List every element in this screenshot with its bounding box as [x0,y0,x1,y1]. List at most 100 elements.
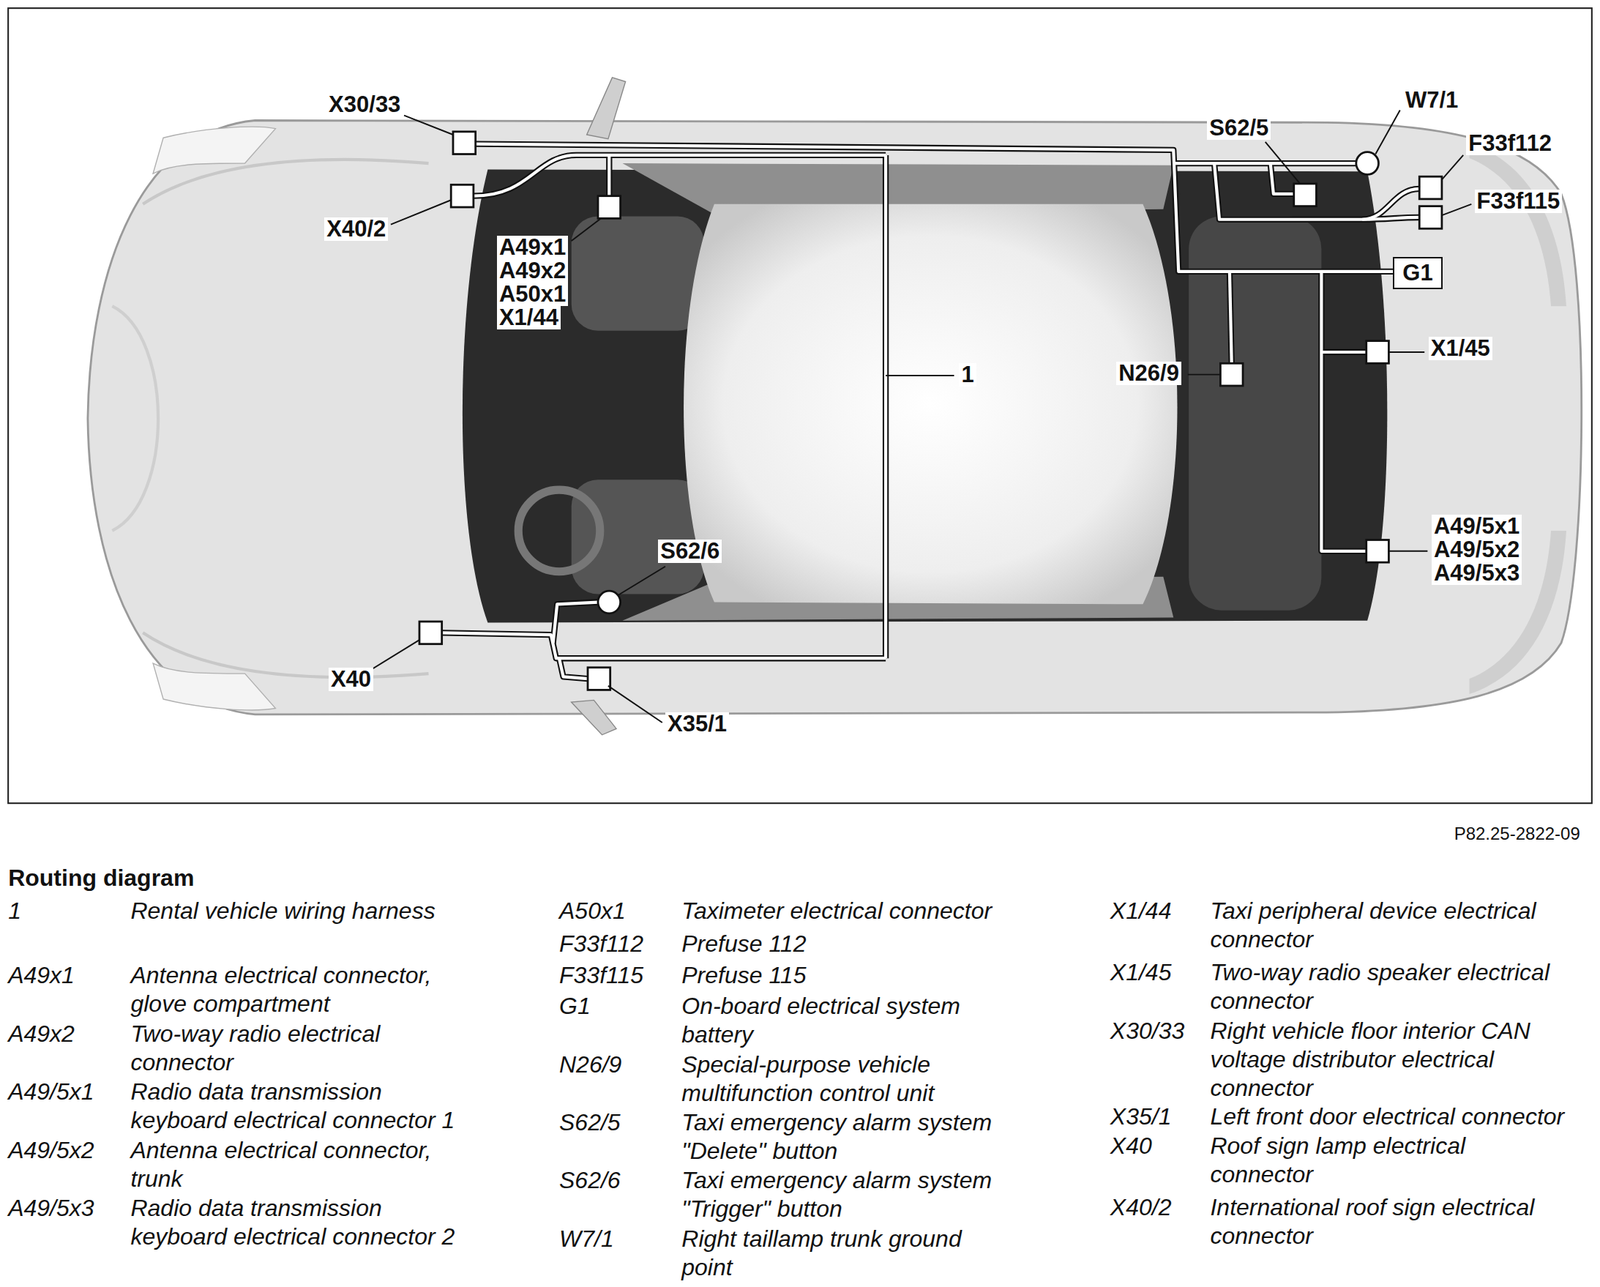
connector-square [450,184,474,208]
callout-label: X40/2 [324,217,388,241]
harness-fill [1229,271,1232,364]
harness-fill [1175,161,1357,165]
cabin-cutaway [1188,216,1322,611]
harness-fill [1214,163,1420,220]
harness-fill [442,144,1420,680]
node-label: G1 [1394,260,1442,286]
key-code: A49/5x1 [8,1077,94,1106]
key-description: Right vehicle floor interior CAN voltage… [1209,1016,1583,1103]
callout-label: X1/45 [1428,336,1493,361]
harness-outline [1270,163,1295,194]
leader-line [1441,155,1464,180]
connector-square [1220,363,1243,386]
key-description: Taxi emergency alarm system "Delete" but… [681,1108,1019,1166]
callout-label: F33f112 [1466,131,1554,156]
harness-outline [1214,163,1420,220]
key-code: X40/2 [1110,1193,1172,1222]
key-description: Radio data transmission keyboard electri… [130,1077,462,1135]
callout-label: A49/5x2 [1431,537,1522,562]
key-code: A49/5x3 [8,1193,94,1223]
callout-label: F33f115 [1474,189,1563,213]
leader-line [371,639,420,669]
harness-fill [1321,271,1366,552]
connector-square [1294,183,1317,207]
key-description: Prefuse 115 [681,961,1019,990]
leader-line [371,110,1472,723]
harness-fill [475,144,1393,272]
key-code: A50x1 [559,896,626,926]
leader-line [1265,141,1300,184]
harness-fill [553,602,598,644]
harness-outline [442,144,1420,680]
harness-fill [607,155,611,197]
harness-fill [1362,217,1420,220]
connector-square [587,667,611,691]
key-code: W7/1 [559,1224,615,1254]
cabin-cutaway [518,489,601,572]
connector-square [1419,176,1442,200]
harness-outline [1321,349,1366,355]
harness-outline [882,155,889,659]
callout-label: A49x2 [496,259,568,283]
cabin-cutaway [462,169,1388,623]
connector-square [1366,539,1390,563]
key-description: Left front door electrical connector [1209,1102,1583,1131]
harness-fill [559,658,588,679]
harness-outline [442,632,886,659]
harness-outline [559,658,588,679]
key-description: Antenna electrical connector, trunk [130,1135,462,1194]
leader-line [1441,204,1472,216]
leader-line [618,566,666,596]
callout-label: A49/5x1 [1431,514,1522,538]
key-code: X35/1 [1110,1102,1172,1131]
callout-label: N26/9 [1116,361,1182,385]
car-body [571,699,617,735]
leader-line [885,374,954,377]
harness-fill [1270,163,1295,194]
key-description: Rental vehicle wiring harness [130,896,462,926]
callout-label: A50x1 [496,282,568,306]
callout-label: A49/5x3 [1431,561,1522,585]
connector-square [597,196,621,219]
key-code: X30/33 [1110,1016,1185,1046]
cabin-cutaway [571,216,705,331]
key-code: X40 [1110,1131,1153,1161]
harness-outline [1175,160,1357,167]
callout-label: W7/1 [1403,88,1461,112]
point-circle [1356,152,1379,175]
car-body [87,120,1582,715]
key-description: Special-purpose vehicle multifunction co… [681,1050,1019,1108]
connector-square [453,131,476,155]
key-description: International roof sign electrical conne… [1209,1193,1583,1251]
connector-square [1366,341,1390,364]
key-code: X1/44 [1110,896,1172,926]
callout-label: A49x1 [496,235,568,260]
leader-line [1375,110,1400,155]
callout-label: X40 [328,667,374,691]
key-code: 1 [8,896,22,926]
key-code: A49/5x2 [8,1135,94,1165]
car-body [587,77,626,140]
key-description: Taxi emergency alarm system "Trigger" bu… [681,1165,1019,1224]
key-description: Taximeter electrical connector [681,896,1019,926]
callout-label: X30/33 [326,92,403,117]
leader-line [390,199,451,224]
figure-frame [8,8,1592,803]
callout-label: 1 [958,363,976,387]
key-description: Two-way radio speaker electrical connect… [1209,958,1583,1016]
harness-outline [475,144,1393,272]
harness-fill [442,632,886,659]
leader-line [1388,351,1425,353]
key-code: S62/5 [559,1108,621,1137]
cabin-cutaway [571,479,705,594]
connector-square [1419,206,1442,230]
car-body [152,126,276,174]
callout-label: S62/5 [1206,116,1271,140]
key-description: Two-way radio electrical connector [130,1019,462,1077]
car-body [142,632,429,678]
harness-fill [473,155,886,197]
diagram-title: Routing diagram [8,865,194,891]
cabin-cutaway [462,163,1388,623]
key-code: S62/6 [559,1165,621,1195]
figure-number: P82.25-2822-09 [1454,824,1581,844]
